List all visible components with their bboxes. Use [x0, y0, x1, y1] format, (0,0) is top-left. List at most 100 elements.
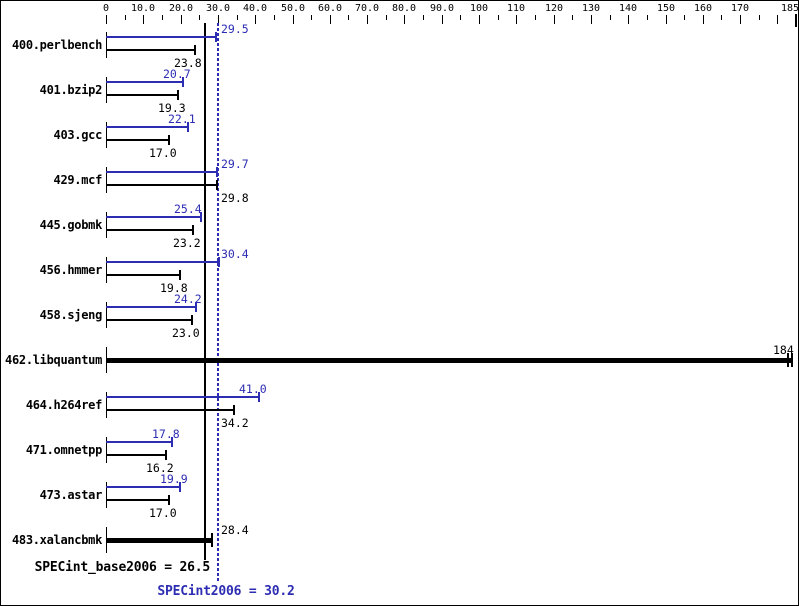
- benchmark-name-label: 471.omnetpp: [25, 443, 102, 457]
- axis-minor-tick: [311, 15, 312, 20]
- axis-minor-tick: [423, 15, 424, 20]
- axis-minor-tick: [274, 15, 275, 20]
- axis-tick-label: 90.0: [429, 3, 455, 14]
- single-result-bar: [106, 358, 793, 363]
- single-bar-end-cap: [211, 533, 213, 547]
- benchmark-name-label: 462.libquantum: [5, 353, 102, 367]
- base-bar: [106, 274, 181, 276]
- single-result-bar: [106, 538, 213, 543]
- axis-major-tick: [218, 15, 219, 24]
- base-bar: [106, 229, 194, 231]
- base-bar-end-cap: [168, 495, 170, 505]
- base-bar: [106, 49, 196, 51]
- base-value-label: 16.2: [146, 461, 174, 475]
- axis-major-tick: [181, 15, 182, 24]
- peak-value-label: 30.4: [221, 247, 249, 261]
- base-bar: [106, 319, 193, 321]
- peak-value-label: 29.5: [221, 22, 249, 36]
- base-value-label: 19.8: [160, 281, 188, 295]
- benchmark-name-label: 456.hmmer: [39, 263, 103, 277]
- axis-tick-label: 160: [693, 3, 713, 14]
- peak-bar-end-cap: [187, 122, 189, 132]
- benchmark-name-label: 403.gcc: [53, 128, 103, 142]
- axis-major-tick: [591, 15, 592, 24]
- axis-tick-label: 40.0: [242, 3, 268, 14]
- base-value-label: 23.2: [173, 236, 201, 250]
- base-value-label: 17.0: [149, 146, 177, 160]
- axis-tick-label: 170: [730, 3, 750, 14]
- peak-bar-end-cap: [179, 482, 181, 492]
- base-bar-end-cap: [177, 90, 179, 100]
- axis-major-tick: [740, 15, 741, 24]
- axis-tick-label: 10.0: [130, 3, 156, 14]
- peak-mean-reference-line-dotted: [217, 23, 219, 583]
- peak-value-label: 17.8: [152, 427, 180, 441]
- peak-bar-end-cap: [182, 77, 184, 87]
- benchmark-name-label: 483.xalancbmk: [11, 533, 102, 547]
- axis-major-tick: [442, 15, 443, 24]
- peak-bar-end-cap: [258, 392, 260, 402]
- axis-major-tick: [404, 15, 405, 24]
- base-mean-reference-line: [204, 23, 206, 560]
- base-bar: [106, 94, 179, 96]
- peak-bar: [106, 36, 217, 38]
- benchmark-name-label: 473.astar: [39, 488, 103, 502]
- axis-minor-tick: [647, 15, 648, 20]
- base-bar: [106, 454, 167, 456]
- row-baseline-bracket: [106, 482, 107, 508]
- axis-end-tick: [795, 14, 797, 27]
- axis-tick-label: 110: [506, 3, 526, 14]
- specint2006-summary: SPECint2006 = 30.2: [157, 584, 295, 599]
- axis-major-tick: [255, 15, 256, 24]
- peak-value-label: 22.1: [168, 112, 196, 126]
- axis-minor-tick: [348, 15, 349, 20]
- peak-bar: [106, 441, 173, 443]
- base-bar: [106, 139, 170, 141]
- base-bar-end-cap: [216, 180, 218, 190]
- axis-major-tick: [293, 15, 294, 24]
- base-value-label: 34.2: [221, 416, 249, 430]
- peak-value-label: 24.2: [174, 292, 202, 306]
- peak-bar: [106, 306, 197, 308]
- peak-bar: [106, 216, 202, 218]
- base-value-label: 17.0: [149, 506, 177, 520]
- peak-bar: [106, 261, 220, 263]
- axis-tick-label: 20.0: [168, 3, 194, 14]
- peak-value-label: 41.0: [239, 382, 267, 396]
- peak-value-label: 19.9: [160, 472, 188, 486]
- peak-bar-end-cap: [195, 302, 197, 312]
- row-baseline-bracket: [106, 392, 107, 418]
- single-bar-end-cap: [791, 353, 793, 367]
- axis-minor-tick: [162, 15, 163, 20]
- base-bar: [106, 184, 218, 186]
- axis-major-tick: [106, 15, 107, 24]
- axis-tick-label: 70.0: [354, 3, 380, 14]
- axis-major-tick: [703, 15, 704, 24]
- axis-minor-tick: [572, 15, 573, 20]
- peak-bar-end-cap: [218, 257, 220, 267]
- row-baseline-bracket: [106, 257, 107, 283]
- base-bar-end-cap: [192, 225, 194, 235]
- row-baseline-bracket: [106, 77, 107, 103]
- axis-minor-tick: [498, 15, 499, 20]
- axis-minor-tick: [610, 15, 611, 20]
- peak-bar-end-cap: [215, 32, 217, 42]
- axis-major-tick: [367, 15, 368, 24]
- row-baseline-bracket: [106, 437, 107, 463]
- axis-minor-tick: [386, 15, 387, 20]
- axis-major-tick: [554, 15, 555, 24]
- axis-minor-tick: [460, 15, 461, 20]
- peak-bar: [106, 126, 189, 128]
- base-bar-end-cap: [191, 315, 193, 325]
- row-baseline-bracket: [106, 122, 107, 148]
- single-bar-end-cap: [787, 353, 789, 367]
- base-bar: [106, 499, 170, 501]
- row-baseline-bracket: [106, 302, 107, 328]
- axis-tick-label: 100: [469, 3, 489, 14]
- axis-tick-label: 140: [618, 3, 638, 14]
- benchmark-name-label: 401.bzip2: [39, 83, 103, 97]
- peak-bar: [106, 486, 181, 488]
- axis-tick-label: 185: [780, 3, 799, 14]
- base-bar: [106, 409, 235, 411]
